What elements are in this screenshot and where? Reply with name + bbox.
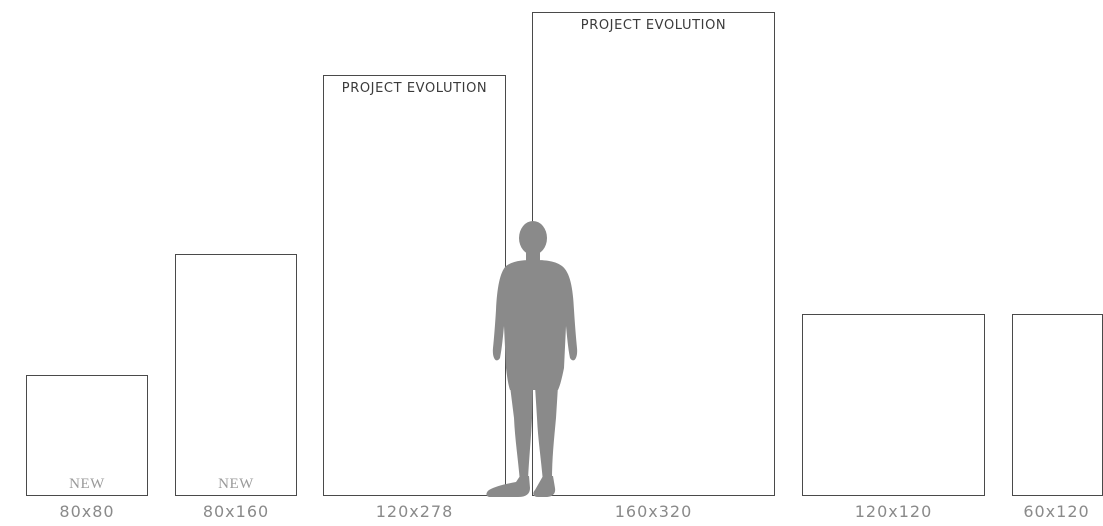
panel-80x80: NEW (26, 375, 148, 496)
dimension-label-60x120: 60x120 (1023, 502, 1090, 521)
panel-120x278: PROJECT EVOLUTION (323, 75, 506, 496)
panel-label-project-evolution: PROJECT EVOLUTION (341, 81, 488, 96)
panel-80x160: NEW (175, 254, 297, 496)
dimension-label-120x120: 120x120 (854, 502, 933, 521)
dimension-label-120x278: 120x278 (375, 502, 454, 521)
dimension-label-80x160: 80x160 (202, 502, 270, 521)
dimension-label-80x80: 80x80 (59, 502, 115, 521)
panel-120x120 (802, 314, 985, 496)
panel-label-project-evolution: PROJECT EVOLUTION (580, 18, 727, 33)
panel-label-new: NEW (218, 476, 254, 492)
dimension-label-160x320: 160x320 (614, 502, 693, 521)
panel-label-new: NEW (69, 476, 105, 492)
panel-160x320: PROJECT EVOLUTION (532, 12, 775, 496)
human-silhouette-icon (486, 221, 578, 497)
panel-60x120 (1012, 314, 1103, 496)
